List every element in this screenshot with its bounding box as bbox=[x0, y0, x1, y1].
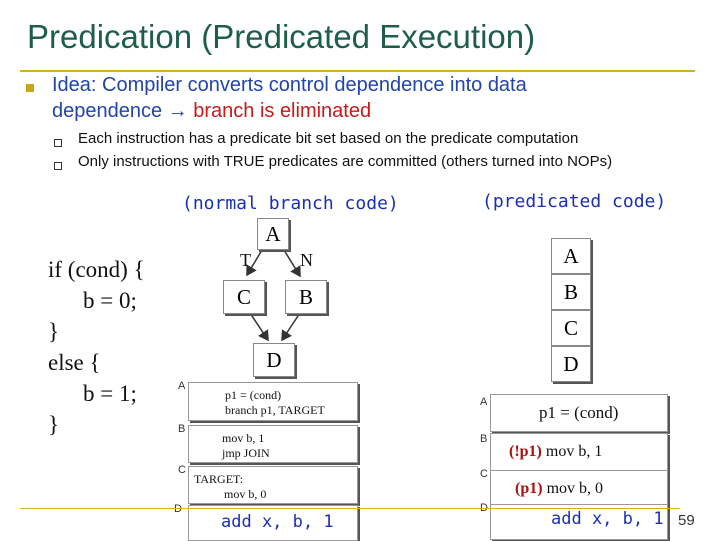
predicate: (!p1) bbox=[509, 443, 542, 460]
edge-b-d bbox=[281, 312, 301, 342]
source-code: if (cond) { b = 0; } else { b = 1; } bbox=[48, 254, 145, 440]
sub-bullet-2: Only instructions with TRUE predicates a… bbox=[78, 153, 613, 170]
pred-tag: C bbox=[480, 468, 488, 480]
predicated-label: (predicated code) bbox=[482, 191, 667, 212]
predicate: (p1) bbox=[515, 480, 543, 497]
code-text: jmp JOIN bbox=[222, 446, 270, 460]
edge-a-c bbox=[246, 249, 263, 277]
idea-text: Idea: Compiler converts control dependen… bbox=[52, 72, 612, 124]
pred-text: p1 = (cond) bbox=[539, 403, 619, 422]
pred-text: add x, b, 1 bbox=[551, 509, 664, 529]
code-text: add x, b, 1 bbox=[221, 512, 334, 532]
code-line: else { bbox=[48, 350, 101, 375]
sub-bullet-1: Each instruction has a predicate bit set… bbox=[78, 130, 579, 147]
code-line: b = 0; bbox=[83, 288, 137, 313]
block-tag: C bbox=[178, 464, 186, 476]
idea-highlight: branch is eliminated bbox=[187, 100, 372, 122]
pred-tag: A bbox=[480, 396, 488, 408]
code-text: TARGET: bbox=[194, 472, 244, 486]
pred-block-a: p1 = (cond) bbox=[490, 394, 668, 432]
code-text: mov b, 0 bbox=[224, 487, 267, 501]
code-line: } bbox=[48, 319, 60, 344]
sub-bullet-marker bbox=[54, 162, 62, 170]
edge-label-false: N bbox=[300, 250, 313, 270]
idea-prefix: Idea: bbox=[52, 74, 97, 96]
edge-a-b bbox=[283, 249, 301, 278]
block-tag: B bbox=[178, 423, 186, 435]
pred-text: mov b, 1 bbox=[541, 443, 603, 460]
pred-node-a: A bbox=[551, 238, 591, 274]
cfg-node-d: D bbox=[253, 343, 295, 377]
bullet-marker bbox=[26, 84, 34, 92]
footer-rule bbox=[20, 508, 680, 509]
pred-node-b: B bbox=[551, 274, 591, 310]
cfg-node-a: A bbox=[257, 218, 289, 250]
pred-block-b: (!p1) mov b, 1 bbox=[490, 433, 668, 471]
code-block-a: p1 = (cond) branch p1, TARGET bbox=[188, 382, 358, 421]
pred-node-c: C bbox=[551, 310, 591, 346]
code-block-c: TARGET: mov b, 0 bbox=[188, 466, 358, 504]
code-line: } bbox=[48, 412, 60, 437]
page-number: 59 bbox=[678, 512, 695, 529]
code-line: b = 1; bbox=[83, 381, 137, 406]
code-line: if (cond) { bbox=[48, 257, 145, 282]
edge-c-d bbox=[249, 312, 269, 342]
title-rule bbox=[20, 70, 695, 72]
pred-tag: B bbox=[480, 433, 488, 445]
pred-block-d: add x, b, 1 bbox=[490, 504, 668, 540]
pred-block-c: (p1) mov b, 0 bbox=[490, 470, 668, 508]
cfg-node-b: B bbox=[285, 280, 327, 314]
pred-text: mov b, 0 bbox=[542, 480, 604, 497]
code-text: mov b, 1 bbox=[222, 431, 265, 445]
code-block-b: mov b, 1 jmp JOIN bbox=[188, 425, 358, 463]
block-tag: D bbox=[174, 503, 182, 515]
code-text: p1 = (cond) bbox=[225, 388, 282, 402]
sub-bullet-marker bbox=[54, 139, 62, 147]
page-title: Predication (Predicated Execution) bbox=[27, 18, 536, 55]
idea-body: Compiler converts control dependence int… bbox=[52, 74, 527, 122]
code-block-d: add x, b, 1 bbox=[188, 505, 358, 541]
pred-node-d: D bbox=[551, 346, 591, 382]
normal-branch-label: (normal branch code) bbox=[182, 193, 399, 214]
block-tag: A bbox=[178, 380, 186, 392]
code-text: branch p1, TARGET bbox=[225, 403, 325, 417]
edge-label-true: T bbox=[240, 250, 251, 270]
arrow-icon: → bbox=[167, 100, 188, 122]
cfg-node-c: C bbox=[223, 280, 265, 314]
